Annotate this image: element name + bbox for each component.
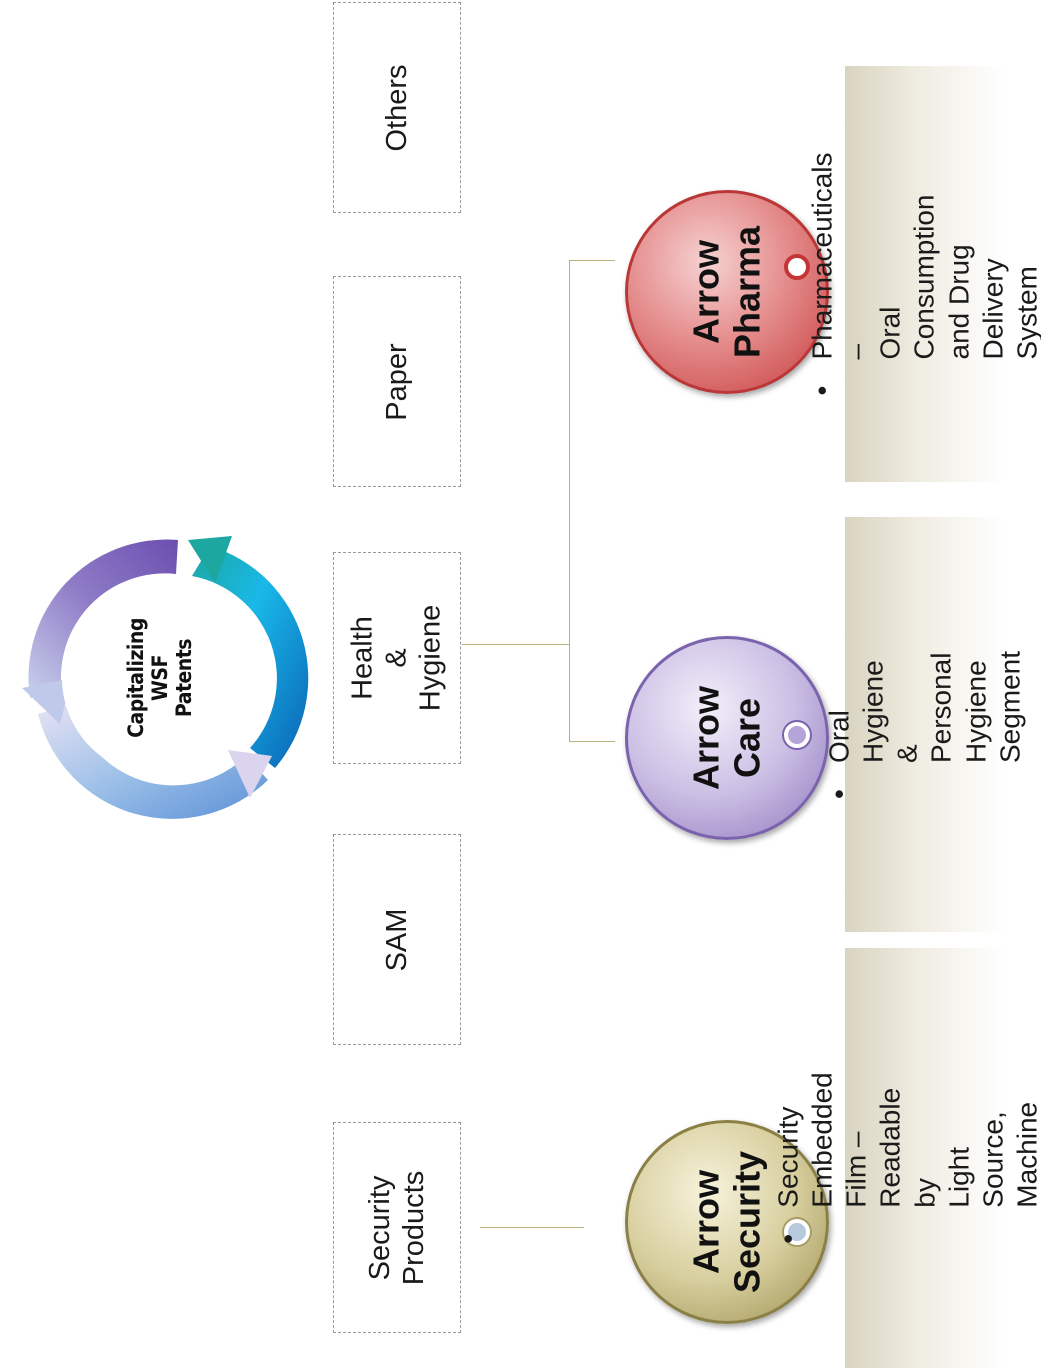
category-label: Others bbox=[380, 63, 413, 152]
category-box-security-products[interactable]: Security Products bbox=[333, 1122, 461, 1333]
category-label: SAM bbox=[380, 908, 413, 971]
brand-marker-icon bbox=[784, 722, 810, 748]
connector-pharma bbox=[569, 260, 615, 261]
connector-security bbox=[480, 1227, 584, 1228]
description-content: • Security Embedded Film – Readable by L… bbox=[771, 1072, 1041, 1243]
brand-circle-pharma[interactable]: Arrow Pharma bbox=[625, 190, 829, 394]
cycle-graphic: Capitalizing WSF Patents bbox=[10, 528, 310, 828]
bullet: • bbox=[772, 1233, 804, 1244]
cycle-arrows-icon bbox=[22, 536, 309, 819]
description-panel-security: • Security Embedded Film – Readable by L… bbox=[772, 948, 1041, 1368]
brand-circle-security[interactable]: Arrow Security bbox=[625, 1120, 829, 1324]
brand-marker-icon bbox=[784, 1219, 810, 1245]
category-box-health-hygiene[interactable]: Health & Hygiene bbox=[333, 552, 461, 764]
connector-health-vertical bbox=[569, 260, 570, 742]
bullet: • bbox=[806, 385, 838, 396]
connector-care bbox=[569, 741, 615, 742]
brand-name: Arrow Care bbox=[685, 685, 768, 791]
category-box-others[interactable]: Others bbox=[333, 2, 461, 213]
brand-name: Arrow Security bbox=[685, 1150, 768, 1294]
description-text: Oral Hygiene & Personal Hygiene Segment bbox=[823, 650, 1026, 763]
description-text: Security Embedded Film – Readable by Lig… bbox=[772, 1072, 1041, 1208]
brand-marker-icon bbox=[784, 254, 810, 280]
description-text: Pharmaceuticals – Oral Consumption and D… bbox=[806, 152, 1041, 360]
brand-name: Arrow Pharma bbox=[685, 225, 768, 359]
bullet: • bbox=[823, 788, 855, 799]
description-panel-care: • Oral Hygiene & Personal Hygiene Segmen… bbox=[824, 517, 1025, 932]
description-content: • Pharmaceuticals – Oral Consumption and… bbox=[805, 153, 1041, 396]
connector-health-horizontal bbox=[462, 644, 570, 645]
category-label: Paper bbox=[380, 342, 413, 421]
category-box-sam[interactable]: SAM bbox=[333, 834, 461, 1045]
description-panel-pharma: • Pharmaceuticals – Oral Consumption and… bbox=[806, 66, 1041, 482]
category-label: Health & Hygiene bbox=[346, 604, 448, 712]
category-label: Security Products bbox=[363, 1170, 430, 1285]
cycle-center-title: Capitalizing WSF Patents bbox=[123, 618, 197, 738]
category-box-paper[interactable]: Paper bbox=[333, 276, 461, 487]
brand-circle-care[interactable]: Arrow Care bbox=[625, 636, 829, 840]
description-content: • Oral Hygiene & Personal Hygiene Segmen… bbox=[823, 650, 1028, 798]
